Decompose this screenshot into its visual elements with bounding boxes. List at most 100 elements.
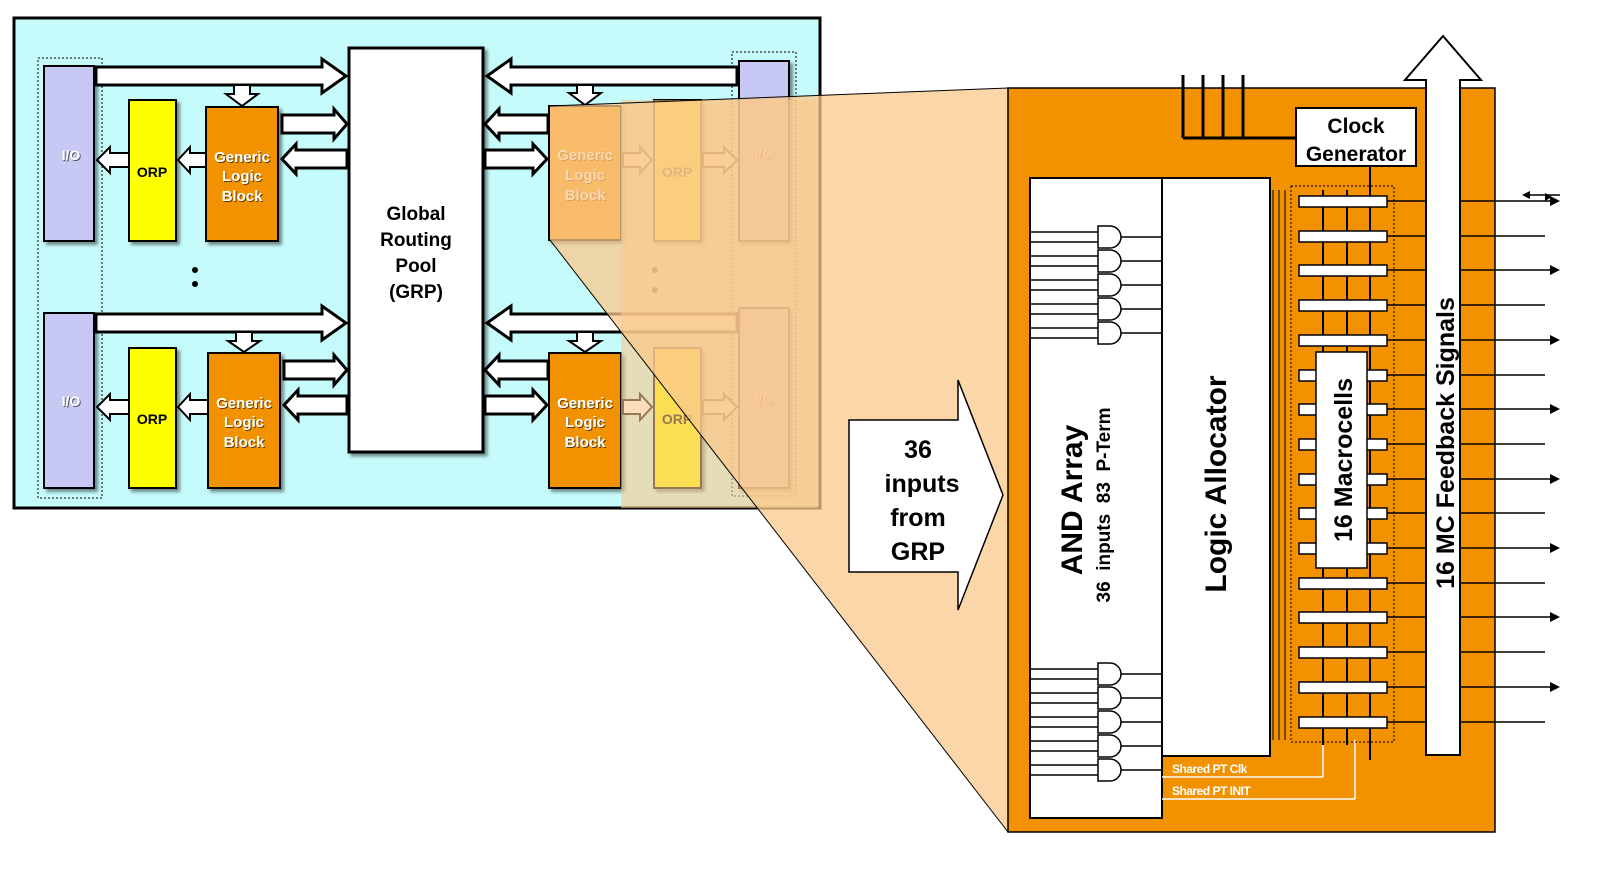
global-routing-pool xyxy=(347,46,485,454)
zoom-overlay-right-strip xyxy=(621,100,817,508)
macrocell-group-dotted xyxy=(1290,185,1395,743)
shared-pt-clk-label: Shared PT Clk xyxy=(1172,762,1248,776)
inputs-label-line1: 36 xyxy=(904,436,932,464)
orp-label: ORP xyxy=(137,164,167,180)
and-gate-icon xyxy=(1097,297,1122,321)
arrow-right-icon xyxy=(1550,196,1560,206)
inputs-label-line4: GRP xyxy=(891,538,945,566)
inputs-from-grp-arrow xyxy=(848,379,1004,611)
arrow-down-to-glb xyxy=(224,331,264,354)
macrocell-register xyxy=(1298,195,1388,208)
glb-label-line2: Logic xyxy=(224,414,264,431)
orp-block xyxy=(128,99,177,242)
io-label: I/O xyxy=(62,147,81,163)
clock-label-line2: Generator xyxy=(1306,143,1406,166)
output-lines xyxy=(1387,194,1560,723)
arrow-glb-to-grp xyxy=(282,350,349,390)
macrocells-label-box xyxy=(1315,351,1368,569)
feedback-signals-label: 16 MC Feedback Signals xyxy=(1432,297,1460,589)
orp-label: ORP xyxy=(137,411,167,427)
clock-label-line1: Clock xyxy=(1327,115,1385,138)
arrow-down-to-glb xyxy=(566,84,604,107)
orp-block xyxy=(128,347,177,489)
arrow-right-icon xyxy=(1550,474,1560,484)
shared-pt-init-label: Shared PT INIT xyxy=(1172,784,1252,798)
and-gate-icon xyxy=(1097,249,1122,273)
macrocell-register xyxy=(1298,681,1388,694)
arrow-glb-to-orp xyxy=(176,391,209,423)
arrow-right-icon xyxy=(1550,682,1560,692)
logic-allocator xyxy=(1161,177,1271,757)
glb-label-line2: Logic xyxy=(222,168,262,185)
and-gate-icon xyxy=(1097,734,1122,758)
arrow-left-icon xyxy=(1522,191,1530,199)
arrow-glb-to-grp xyxy=(482,351,550,389)
arrow-right-icon xyxy=(1550,404,1560,414)
feedback-signals-arrow xyxy=(1402,34,1484,756)
and-gate-icon xyxy=(1097,686,1122,710)
arrow-grp-to-glb xyxy=(483,140,550,178)
io-block xyxy=(43,65,95,242)
grp-label-line4: (GRP) xyxy=(389,282,443,303)
and-gates-top xyxy=(1030,225,1162,345)
grp-label-line2: Routing xyxy=(380,230,452,251)
glb-detail-panel: Clock Generator AND Array 36 inputs 83 P… xyxy=(1007,34,1560,833)
and-gate-icon xyxy=(1097,710,1122,734)
macrocell-register xyxy=(1298,611,1388,624)
arrow-orp-to-io xyxy=(95,391,130,423)
arrow-io-to-grp xyxy=(484,56,739,96)
and-array-subtitle: 36 inputs 83 P-Term xyxy=(1094,408,1115,603)
arrow-down-to-glb xyxy=(565,331,605,354)
glb-label-line3: Block xyxy=(224,434,266,451)
glb-label-line1: Generic xyxy=(216,395,272,412)
macrocells-label: 16 Macrocells xyxy=(1330,378,1358,542)
glb-label-line3: Block xyxy=(222,188,264,205)
arrow-io-to-grp xyxy=(94,56,349,96)
arrow-io-to-grp xyxy=(94,303,349,343)
arrow-grp-to-glb xyxy=(281,386,349,424)
glb-label-line1: Generic xyxy=(557,395,613,412)
macrocell-register xyxy=(1298,577,1388,590)
glb-label-line3: Block xyxy=(565,434,607,451)
arrow-right-icon xyxy=(1550,335,1560,345)
output-extensions xyxy=(1545,200,1552,688)
zoom-edge-bottom xyxy=(549,239,1009,833)
clock-input-lines xyxy=(1181,75,1296,140)
output-arrowheads xyxy=(1522,191,1560,692)
allocator-lines xyxy=(1272,190,1286,740)
io-group-left-dotted xyxy=(37,57,103,499)
arrow-right-icon xyxy=(1545,193,1552,201)
io-block xyxy=(43,312,95,489)
arrow-orp-to-io xyxy=(95,144,130,176)
and-gate-icon xyxy=(1097,758,1122,782)
arrow-glb-to-orp xyxy=(176,144,207,176)
and-gates-bottom xyxy=(1030,662,1162,782)
clock-generator xyxy=(1295,107,1417,167)
macrocell-register xyxy=(1298,646,1388,659)
glb-label-line2: Logic xyxy=(565,414,605,431)
inputs-label-line2: inputs xyxy=(885,470,960,498)
arrow-down-to-glb xyxy=(223,84,261,108)
arrow-right-icon xyxy=(1550,265,1560,275)
macrocell-register xyxy=(1298,716,1388,729)
ellipsis-dot xyxy=(192,267,198,273)
and-gate-icon xyxy=(1097,225,1122,249)
macrocell-register xyxy=(1298,334,1388,347)
arrow-glb-to-grp xyxy=(482,105,550,143)
io-label: I/O xyxy=(62,393,81,409)
arrow-right-icon xyxy=(1550,612,1560,622)
inputs-label-line3: from xyxy=(890,504,946,532)
arrow-grp-to-glb xyxy=(483,386,550,424)
and-gate-icon xyxy=(1097,273,1122,297)
grp-label-line1: Global xyxy=(386,204,445,225)
shared-pt-lines xyxy=(1162,740,1356,800)
and-gate-icon xyxy=(1097,662,1122,686)
arrow-grp-to-glb xyxy=(279,140,349,178)
logic-allocator-label: Logic Allocator xyxy=(1200,375,1233,593)
ellipsis-dot xyxy=(192,281,198,287)
generic-logic-block xyxy=(205,106,279,242)
arrow-right-icon xyxy=(1550,543,1560,553)
arrow-glb-to-grp xyxy=(280,104,349,144)
generic-logic-block xyxy=(207,352,281,489)
